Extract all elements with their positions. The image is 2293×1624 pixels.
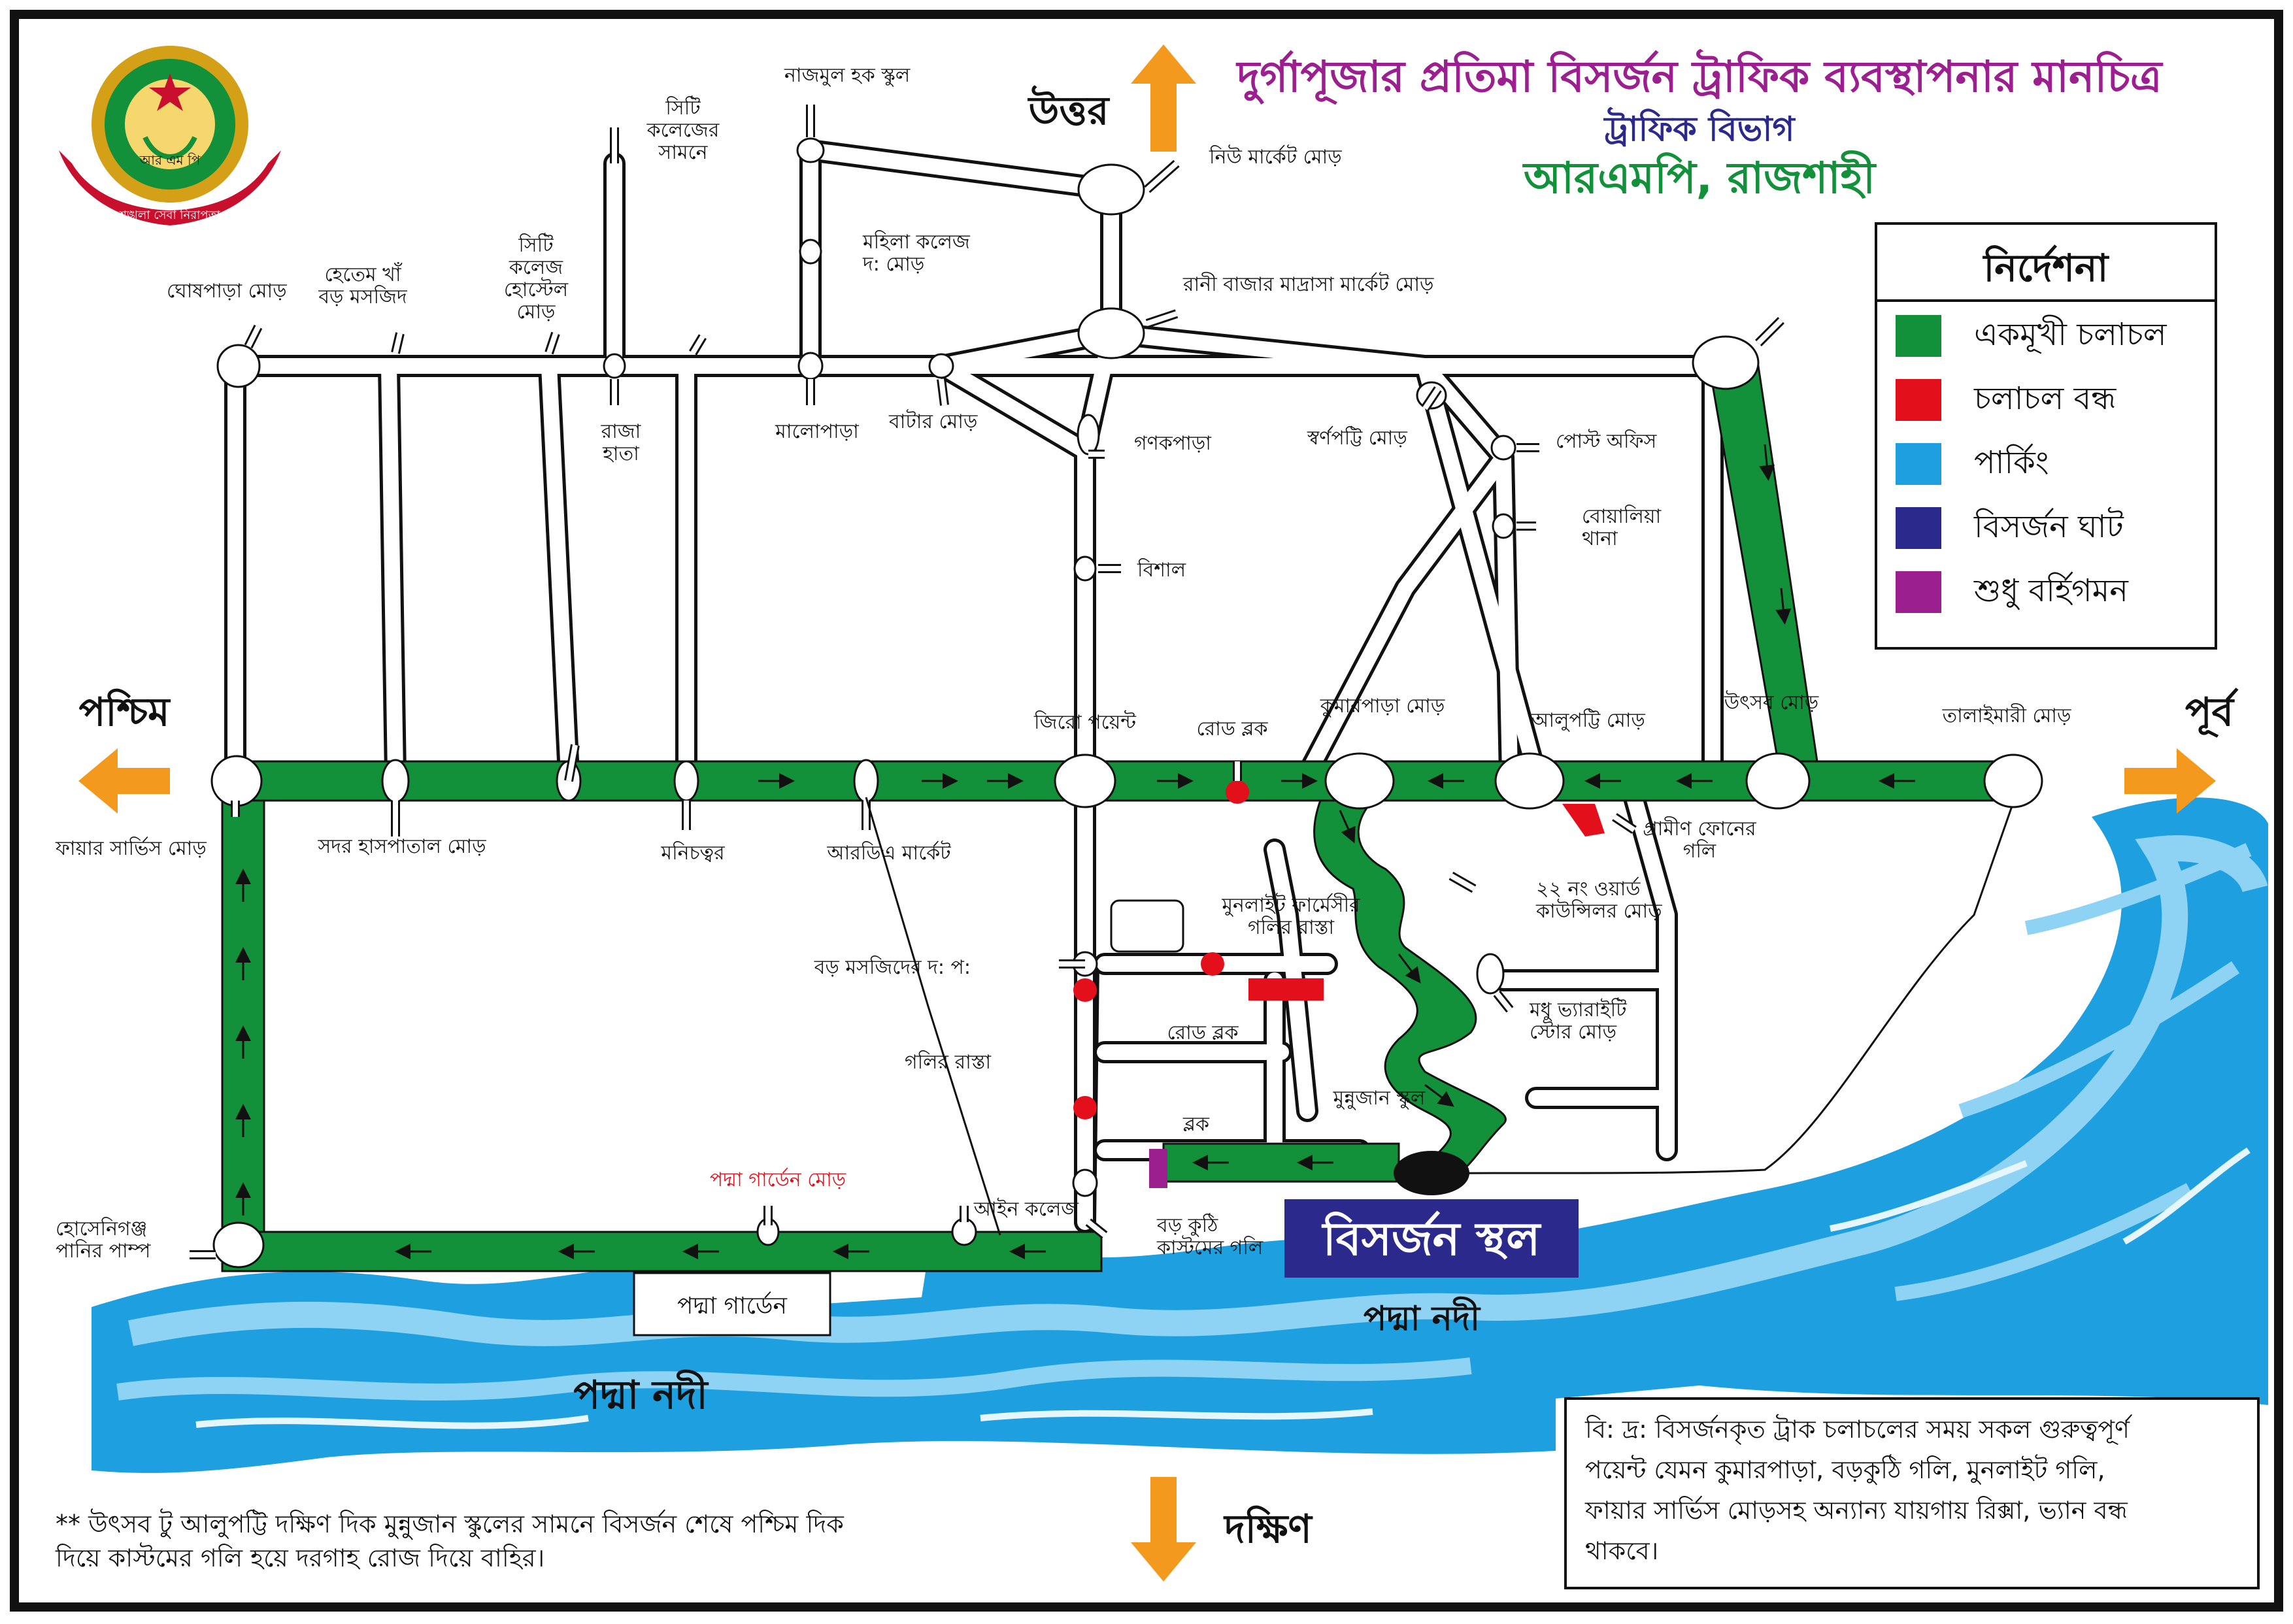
exit-only-marker <box>1149 1149 1167 1188</box>
legend-swatch <box>1896 507 1941 549</box>
label-kumarpara: কুমারপাড়া মোড় <box>1320 695 1445 718</box>
label-sornopotti: স্বর্ণপট্টি মোড় <box>1307 426 1407 450</box>
label-boro-masjid-d: বড় মসজিদের দ: প: <box>814 955 971 979</box>
legend-item-label: চলাচল বন্ধ <box>1973 380 2117 417</box>
label-alupotti: আলুপট্টি মোড় <box>1531 708 1645 732</box>
title-line1: দুর্গাপূজার প্রতিমা বিসর্জন ট্রাফিক ব্যব… <box>1236 48 2164 105</box>
guide-lines <box>865 797 1001 1236</box>
bisorjon-sthol-box: বিসর্জন স্থল <box>1284 1199 1579 1278</box>
padma-garden-box: পদ্মা গার্ডেন <box>633 1272 831 1336</box>
legend-heading: নির্দেশনা <box>1983 244 2110 290</box>
closure-dot <box>1073 978 1097 1002</box>
label-block: ব্লক <box>1182 1113 1210 1136</box>
label-padma-garden-mor: পদ্মা গার্ডেন মোড় <box>710 1168 846 1191</box>
bisorjon-sthol-label: বিসর্জন স্থল <box>1322 1211 1542 1266</box>
junctions <box>210 137 2043 1268</box>
label-new-market: নিউ মার্কেট মোড় <box>1209 144 1342 169</box>
west-label: পশ্চিম <box>79 688 171 735</box>
label-hetem: হেতেম খাঁবড় মসজিদ <box>318 262 408 308</box>
note-right-line: ফায়ার সার্ভিস মোড়সহ অন্যান্য যায়গায় … <box>1584 1495 2128 1525</box>
map-title: দুর্গাপূজার প্রতিমা বিসর্জন ট্রাফিক ব্যব… <box>1236 48 2164 203</box>
padma-river-label-2: পদ্মা নদী <box>1364 1297 1481 1338</box>
label-boalia: বোয়ালিয়াথানা <box>1582 505 1662 550</box>
legend-swatch <box>1896 315 1941 357</box>
label-post-office: পোস্ট অফিস <box>1556 429 1657 453</box>
boro-masjid-box <box>1110 899 1184 953</box>
ghat-node <box>1394 1151 1469 1195</box>
logo-ribbon-text: শৃঙ্খলা সেবা নিরাপত্তা <box>119 208 220 222</box>
flow-arrows <box>235 444 1915 1259</box>
legend-item-label: পার্কিং <box>1974 444 2049 481</box>
closure-dot <box>1073 1096 1097 1119</box>
north-arrow-icon <box>1131 44 1196 152</box>
label-sadar-hospital: সদর হাসপাতাল মোড় <box>317 835 486 858</box>
south-arrow-icon <box>1131 1477 1196 1582</box>
note-right-line: থাকবে। <box>1585 1536 1658 1565</box>
closure-bar <box>1562 804 1605 837</box>
legend-item-label: শুধু বর্হিগমন <box>1973 572 2129 610</box>
south-label: দক্ষিণ <box>1223 1505 1313 1552</box>
note-left: ** উৎসব টু আলুপট্টি দক্ষিণ দিক মুন্নুজান… <box>55 1508 845 1572</box>
label-talaimari: তালাইমারী মোড় <box>1942 703 2071 727</box>
title-line3: আরএমপি, রাজশাহী <box>1522 150 1877 203</box>
label-raja-hata: রাজাহাতা <box>601 420 642 465</box>
west-arrow-icon <box>78 748 170 814</box>
note-right-line: বি: দ্র: বিসর্জনকৃত ট্রাক চলাচলের সময় স… <box>1584 1414 2132 1445</box>
label-gonokpara: গণকপাড়া <box>1134 432 1212 455</box>
label-modhu: মধু ভ্যারাইটিস্টোর মোড় <box>1529 997 1627 1044</box>
padma-river-label-1: পদ্মা নদী <box>573 1370 709 1418</box>
note-right: বি: দ্র: বিসর্জনকৃত ট্রাক চলাচলের সময় স… <box>1564 1397 2260 1589</box>
road-closures <box>1073 780 1605 1119</box>
legend-item-label: বিসর্জন ঘাট <box>1973 506 2124 545</box>
label-monichottor: মনিচত্বর <box>660 841 725 865</box>
label-fire-service: ফায়ার সার্ভিস মোড় <box>55 837 207 860</box>
note-left-line: ** উৎসব টু আলুপট্টি দক্ষিণ দিক মুন্নুজান… <box>56 1508 845 1540</box>
legend-swatch <box>1896 379 1941 421</box>
oneway-roads <box>221 365 2028 1272</box>
title-line2: ট্রাফিক বিভাগ <box>1603 107 1796 149</box>
east-label: পূর্ব <box>2185 687 2239 738</box>
north-label: উত্তর <box>1028 85 1111 134</box>
rmp-logo: আর এম পি শৃঙ্খলা সেবা নিরাপত্তা <box>59 46 281 225</box>
label-boro-kuthi: বড় কুঠিকাস্টমের গলি <box>1156 1213 1264 1259</box>
label-zero-point: জিরো পয়েন্ট <box>1033 710 1136 734</box>
legend-item-label: একমূখী চলাচল <box>1974 314 2167 354</box>
closure-bar <box>1248 978 1324 1001</box>
label-goli-rasta: গলির রাস্তা <box>905 1050 992 1074</box>
exit-arrows-fill <box>190 105 1783 1257</box>
label-rani-bazar: রানী বাজার মাদ্রাসা মার্কেট মোড় <box>1182 272 1434 296</box>
closure-dot <box>1226 780 1249 804</box>
label-munnujan: মুন্নুজান স্কুল <box>1333 1087 1426 1110</box>
legend: নির্দেশনা একমূখী চলাচল চলাচল বন্ধ পার্কিং ব… <box>1875 222 2217 650</box>
closure-dot <box>1201 952 1224 976</box>
padma-garden-label: পদ্মা গার্ডেন <box>677 1291 787 1319</box>
legend-swatch <box>1896 571 1941 613</box>
label-bishal: বিশাল <box>1137 558 1186 582</box>
label-road-block-mid: রোড ব্লক <box>1167 1021 1239 1044</box>
label-rda-market: আরডিএ মার্কেট <box>826 840 951 865</box>
label-malopara: মালোপাড়া <box>775 420 860 443</box>
oneway-winding-south <box>1313 799 1507 1178</box>
label-batar: বাটার মোড় <box>888 409 978 433</box>
label-utsab: উৎসব মোড় <box>1724 690 1819 714</box>
label-najmul: নাজমুল হক স্কুল <box>784 64 911 87</box>
logo-inner-text: আর এম পি <box>139 152 201 168</box>
east-arrow-icon <box>2124 748 2216 814</box>
compass-arrows <box>78 44 2216 1582</box>
label-law-college: আইন কলেজ <box>973 1198 1079 1221</box>
label-ghoshpara: ঘোষপাড়া মোড় <box>167 280 287 303</box>
legend-swatch <box>1896 443 1941 485</box>
note-right-line: পয়েন্ট যেমন কুমারপাড়া, বড়কুঠি গলি, মু… <box>1585 1454 2105 1485</box>
label-road-block-top: রোড ব্লক <box>1196 718 1268 740</box>
note-left-line: দিয়ে কাস্টমের গলি হয়ে দরগাহ রোজ দিয়ে … <box>55 1542 544 1572</box>
